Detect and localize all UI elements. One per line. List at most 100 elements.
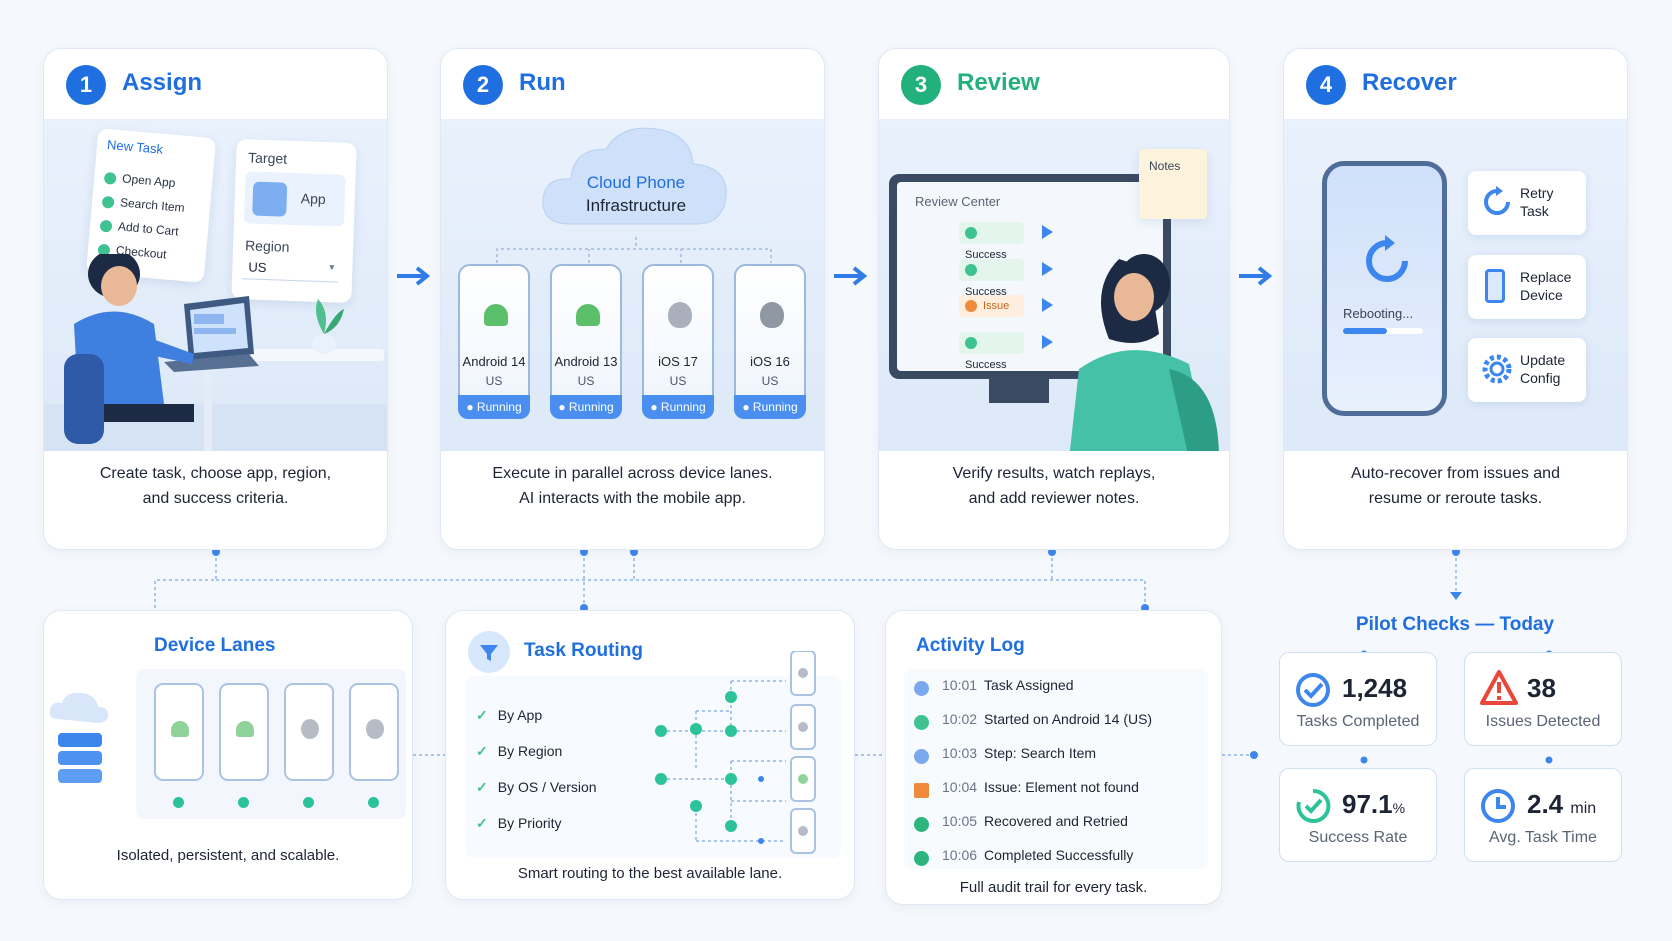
activity-log-caption: Full audit trail for every task. (959, 879, 1148, 896)
rebooting-label: Rebooting... (1343, 306, 1414, 321)
routing-option[interactable]: ✓By App (476, 707, 543, 723)
lane-status-dot (238, 797, 249, 808)
log-status-dot (914, 715, 929, 730)
metric-issues-detected: 38 Issues Detected (1464, 652, 1622, 746)
step-title: Assign (122, 69, 203, 96)
rebooting-phone: Rebooting... (1322, 161, 1447, 416)
review-result-row[interactable]: Success (959, 259, 1024, 298)
server-stack-icon (49, 692, 109, 783)
step-number: 1 (66, 65, 106, 105)
routing-option[interactable]: ✓By Region (476, 743, 563, 759)
notes-card: Notes (1139, 149, 1207, 219)
apple-icon (668, 302, 692, 328)
success-gauge-icon (1296, 788, 1331, 823)
lane-phone[interactable] (154, 683, 204, 781)
check-circle-icon (1296, 673, 1330, 707)
task-routing-title: Task Routing (524, 640, 643, 661)
play-icon[interactable] (1042, 262, 1053, 276)
review-illustration: Review Center Notes Success Success Issu… (879, 119, 1229, 451)
play-icon[interactable] (1042, 298, 1053, 312)
android-icon (236, 721, 254, 737)
arrow-right-icon (397, 266, 431, 286)
step-assign-card: 1 Assign New Task Open App Search Item A… (43, 48, 388, 550)
routing-option[interactable]: ✓By OS / Version (476, 779, 597, 795)
review-result-row[interactable]: Success (959, 222, 1024, 261)
warning-icon (914, 783, 929, 798)
routing-area (466, 676, 841, 858)
cloud-title: Cloud Phone Infrastructure (585, 173, 687, 215)
cloud-connectors (496, 237, 772, 263)
clock-icon (1481, 789, 1515, 823)
android-icon (576, 304, 600, 326)
step-review-card: 3 Review Review Center Notes Success Suc… (878, 48, 1230, 550)
gear-icon (1482, 354, 1512, 384)
step-caption: Verify results, watch replays, and add r… (952, 465, 1156, 507)
step-title: Recover (1362, 69, 1457, 96)
device-lanes-caption: Isolated, persistent, and scalable. (116, 847, 340, 864)
log-status-dot (914, 851, 929, 866)
log-status-dot (914, 749, 929, 764)
person-at-laptop-illustration (44, 254, 387, 451)
status-badge: ● Running (734, 395, 806, 419)
target-label: Target (247, 149, 288, 167)
monitor-stand (989, 377, 1049, 403)
phone-icon (1485, 269, 1505, 303)
lane-phone[interactable] (284, 683, 334, 781)
device-phone[interactable]: iOS 16 US ● Running (734, 264, 806, 419)
lane-phone[interactable] (219, 683, 269, 781)
lane-status-dot (173, 797, 184, 808)
status-badge: ● Running (458, 395, 530, 419)
filter-icon (468, 631, 510, 673)
log-status-dot (914, 681, 929, 696)
play-icon[interactable] (1042, 335, 1053, 349)
lane-status-dot (368, 797, 379, 808)
pilot-checks-title: Pilot Checks — Today (1355, 614, 1555, 635)
lane-status-dot (303, 797, 314, 808)
arrow-right-icon (834, 266, 868, 286)
cloud-icon (542, 127, 727, 225)
arrow-right-icon (1239, 266, 1273, 286)
device-phone[interactable]: Android 13 US ● Running (550, 264, 622, 419)
step-run-card: 2 Run Cloud Phone Infrastructure Android… (440, 48, 825, 550)
device-lanes-card: Device Lanes Isolated, persistent, and s… (43, 610, 413, 900)
apple-icon (760, 302, 784, 328)
app-icon (252, 181, 288, 217)
play-icon[interactable] (1042, 225, 1053, 239)
task-routing-caption: Smart routing to the best available lane… (517, 865, 783, 882)
review-result-row[interactable]: Success (959, 332, 1024, 371)
review-center-title: Review Center (915, 194, 1001, 209)
reviewer-woman-illustration (1069, 254, 1219, 451)
status-badge: ● Running (642, 395, 714, 419)
step-number: 2 (463, 65, 503, 105)
warning-icon (1480, 670, 1518, 705)
routing-option[interactable]: ✓By Priority (476, 815, 562, 831)
step-title: Run (519, 69, 566, 96)
device-lanes-title: Device Lanes (154, 635, 276, 656)
review-result-row[interactable]: Issue (959, 295, 1024, 317)
task-routing-card: Task Routing ✓By App ✓By Region ✓By OS /… (445, 610, 855, 900)
metric-tasks-completed: 1,248 Tasks Completed (1279, 652, 1437, 746)
run-illustration: Cloud Phone Infrastructure Android 14 US… (441, 119, 824, 451)
reboot-progress (1343, 328, 1423, 334)
device-phone[interactable]: Android 14 US ● Running (458, 264, 530, 419)
app-label: App (300, 190, 326, 208)
metric-avg-task-time: 2.4 min Avg. Task Time (1464, 768, 1622, 862)
refresh-icon (1484, 186, 1510, 215)
new-task-title: New Task (106, 136, 164, 157)
step-caption: Auto-recover from issues and resume or r… (1351, 465, 1560, 507)
routing-graph (655, 651, 816, 854)
android-icon (171, 721, 189, 737)
device-phone[interactable]: iOS 17 US ● Running (642, 264, 714, 419)
step-caption: Create task, choose app, region, and suc… (99, 465, 332, 507)
step-number: 4 (1306, 65, 1346, 105)
step-number: 3 (901, 65, 941, 105)
step-title: Review (957, 69, 1040, 96)
lane-phone[interactable] (349, 683, 399, 781)
refresh-icon (1366, 235, 1408, 282)
